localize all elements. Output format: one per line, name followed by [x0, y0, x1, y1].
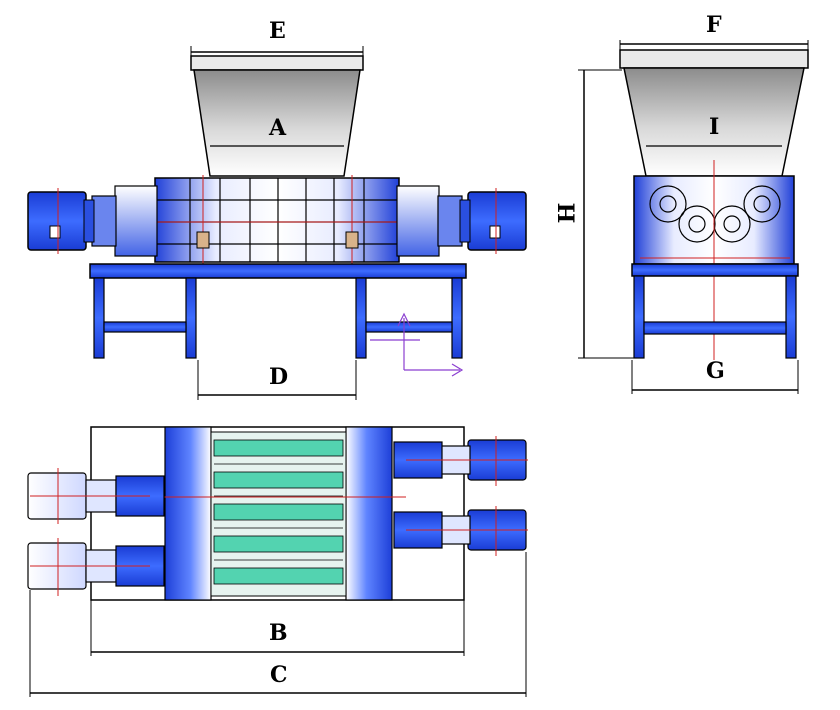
side-view	[578, 40, 809, 394]
dimension-label-i: I	[709, 114, 720, 140]
dimension-label-f: F	[706, 12, 722, 38]
dimension-label-c: C	[270, 662, 288, 688]
dimension-label-b: B	[269, 620, 288, 646]
dimension-label-h: H	[554, 202, 581, 224]
top-view	[27, 426, 528, 697]
dimension-label-a: A	[269, 115, 287, 141]
dimension-label-d: D	[269, 364, 289, 390]
front-view	[27, 46, 527, 400]
dimension-label-e: E	[269, 18, 286, 44]
dimension-label-g: G	[706, 358, 725, 384]
